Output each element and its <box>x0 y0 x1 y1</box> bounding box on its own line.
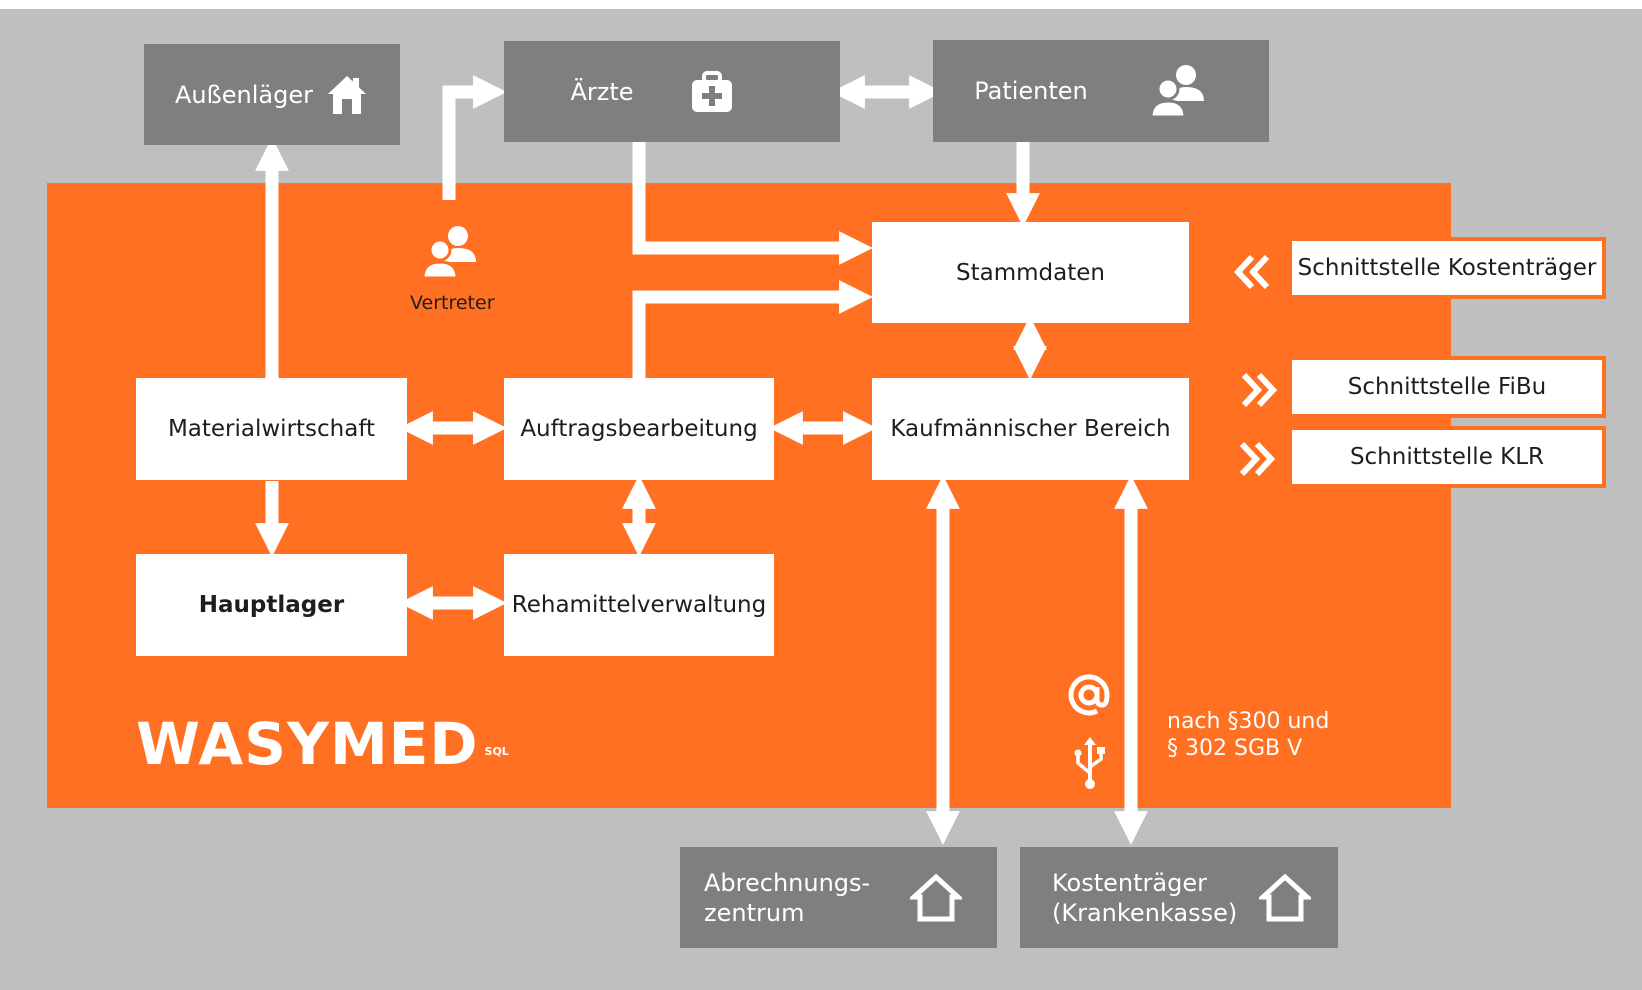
house-icon <box>327 75 366 114</box>
at-icon <box>1068 674 1110 716</box>
interface-kostentraeger-label: Schnittstelle Kostenträger <box>1297 255 1597 281</box>
node-aerzte-label: Ärzte <box>570 77 634 106</box>
arrow-aerzte-stammdaten <box>632 142 873 265</box>
node-auftragsbearbeitung-label: Auftragsbearbeitung <box>520 416 758 442</box>
kostentraeger-line1: Kostenträger <box>1052 868 1207 897</box>
legal-note-line2: § 302 SGB V <box>1167 736 1303 761</box>
interface-kostentraeger: Schnittstelle Kostenträger <box>1288 237 1606 299</box>
medical-bag-icon <box>691 70 732 112</box>
node-stammdaten-label: Stammdaten <box>956 259 1105 286</box>
interface-fibu: Schnittstelle FiBu <box>1288 356 1606 418</box>
interface-klr-label: Schnittstelle KLR <box>1349 444 1545 470</box>
logo-sup: SQL <box>484 745 509 758</box>
users-icon <box>421 226 476 280</box>
legal-note: nach §300 und § 302 SGB V <box>1167 708 1329 762</box>
node-patienten-label: Patienten <box>974 77 1088 105</box>
node-rehamittelverwaltung-label: Rehamittelverwaltung <box>511 592 767 618</box>
node-aussenlaeger: Außenläger <box>144 44 400 145</box>
node-stammdaten: Stammdaten <box>872 222 1189 323</box>
node-auftragsbearbeitung: Auftragsbearbeitung <box>504 378 774 480</box>
legal-note-line1: nach §300 und <box>1167 709 1330 734</box>
arrow-vertreter-aerzte <box>442 75 507 200</box>
users-icon <box>1149 65 1204 119</box>
interface-klr: Schnittstelle KLR <box>1288 426 1606 488</box>
node-kaufmaennischer-bereich-label: Kaufmännischer Bereich <box>890 416 1171 442</box>
house-icon <box>1259 873 1312 921</box>
node-hauptlager-label: Hauptlager <box>198 592 345 618</box>
logo-text: WASYMED <box>136 710 479 778</box>
vertreter-label: Vertreter <box>410 292 495 314</box>
abrechnung-line2: zentrum <box>704 898 805 927</box>
wasymed-system-area <box>47 183 1451 808</box>
node-abrechnungszentrum: Abrechnungs- zentrum <box>680 847 997 948</box>
node-aerzte: Ärzte <box>504 41 840 142</box>
chevrons-right-icon <box>1239 441 1276 477</box>
chevrons-left-icon <box>1233 254 1270 290</box>
chevrons-right-icon <box>1241 372 1278 408</box>
abrechnung-line1: Abrechnungs- <box>704 868 871 897</box>
node-aussenlaeger-label: Außenläger <box>175 80 313 109</box>
wasymed-logo: WASYMED SQL <box>136 710 509 778</box>
house-icon <box>910 873 963 921</box>
interface-fibu-label: Schnittstelle FiBu <box>1347 374 1547 400</box>
node-materialwirtschaft-label: Materialwirtschaft <box>167 416 376 442</box>
usb-icon <box>1074 737 1105 789</box>
arrow-auftrag-stammdaten <box>632 280 873 378</box>
node-rehamittelverwaltung: Rehamittelverwaltung <box>504 554 774 656</box>
node-kaufmaennischer-bereich: Kaufmännischer Bereich <box>872 378 1189 480</box>
node-kostentraeger-krankenkasse: Kostenträger (Krankenkasse) <box>1020 847 1338 948</box>
node-materialwirtschaft: Materialwirtschaft <box>136 378 407 480</box>
kostentraeger-line2: (Krankenkasse) <box>1052 898 1238 927</box>
node-hauptlager: Hauptlager <box>136 554 407 656</box>
node-patienten: Patienten <box>933 40 1269 142</box>
